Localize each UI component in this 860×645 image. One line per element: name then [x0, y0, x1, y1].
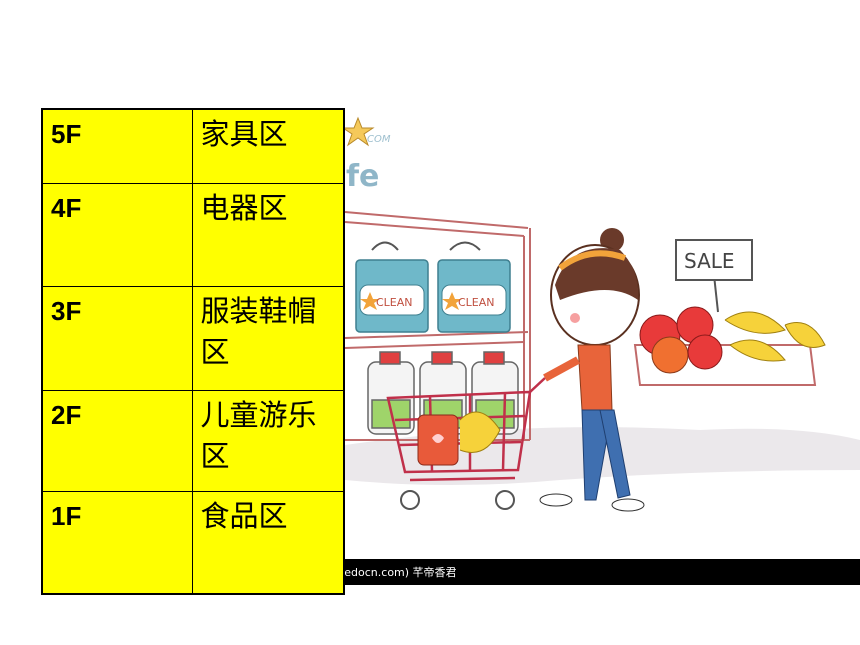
star-icon [341, 116, 375, 147]
floor-label: 1F [41, 490, 193, 595]
fruit-stand [633, 274, 826, 386]
table-row: 3F 服装鞋帽区 [41, 285, 345, 391]
cart-wheel [495, 490, 515, 510]
area-name: 食品区 [191, 490, 345, 595]
cart-groceries [417, 411, 501, 466]
sale-sign: SALE [675, 239, 753, 281]
caption-text: redocn.com) 芊帝香君 [340, 566, 457, 579]
sale-sign-text: SALE [684, 249, 735, 273]
floor-label: 3F [41, 285, 193, 391]
area-name: 电器区 [191, 182, 345, 287]
table-row: 5F 家具区 [41, 108, 345, 184]
bag-label: CLEAN [458, 296, 495, 309]
area-name: 家具区 [191, 108, 345, 184]
table-row: 1F 食品区 [41, 490, 345, 595]
floor-label: 2F [41, 389, 193, 492]
table-row: 4F 电器区 [41, 182, 345, 287]
cart-wheel [400, 490, 420, 510]
table-row: 2F 儿童游乐区 [41, 389, 345, 492]
area-name: 服装鞋帽区 [191, 285, 345, 391]
caption-bar [340, 559, 860, 585]
logo-small-text: COM [367, 134, 391, 145]
floor-directory-table: 5F 家具区 4F 电器区 3F 服装鞋帽区 2F 儿童游乐区 1F 食品区 [41, 108, 345, 595]
logo-text: fe [346, 159, 379, 194]
floor-label: 4F [41, 182, 193, 287]
clean-bag-left: CLEAN [355, 241, 429, 333]
bag-label: CLEAN [376, 296, 413, 309]
clean-bag-right: CLEAN [437, 241, 511, 333]
girl-shopper [539, 228, 645, 512]
floor-label: 5F [41, 108, 193, 184]
area-name: 儿童游乐区 [191, 389, 345, 492]
